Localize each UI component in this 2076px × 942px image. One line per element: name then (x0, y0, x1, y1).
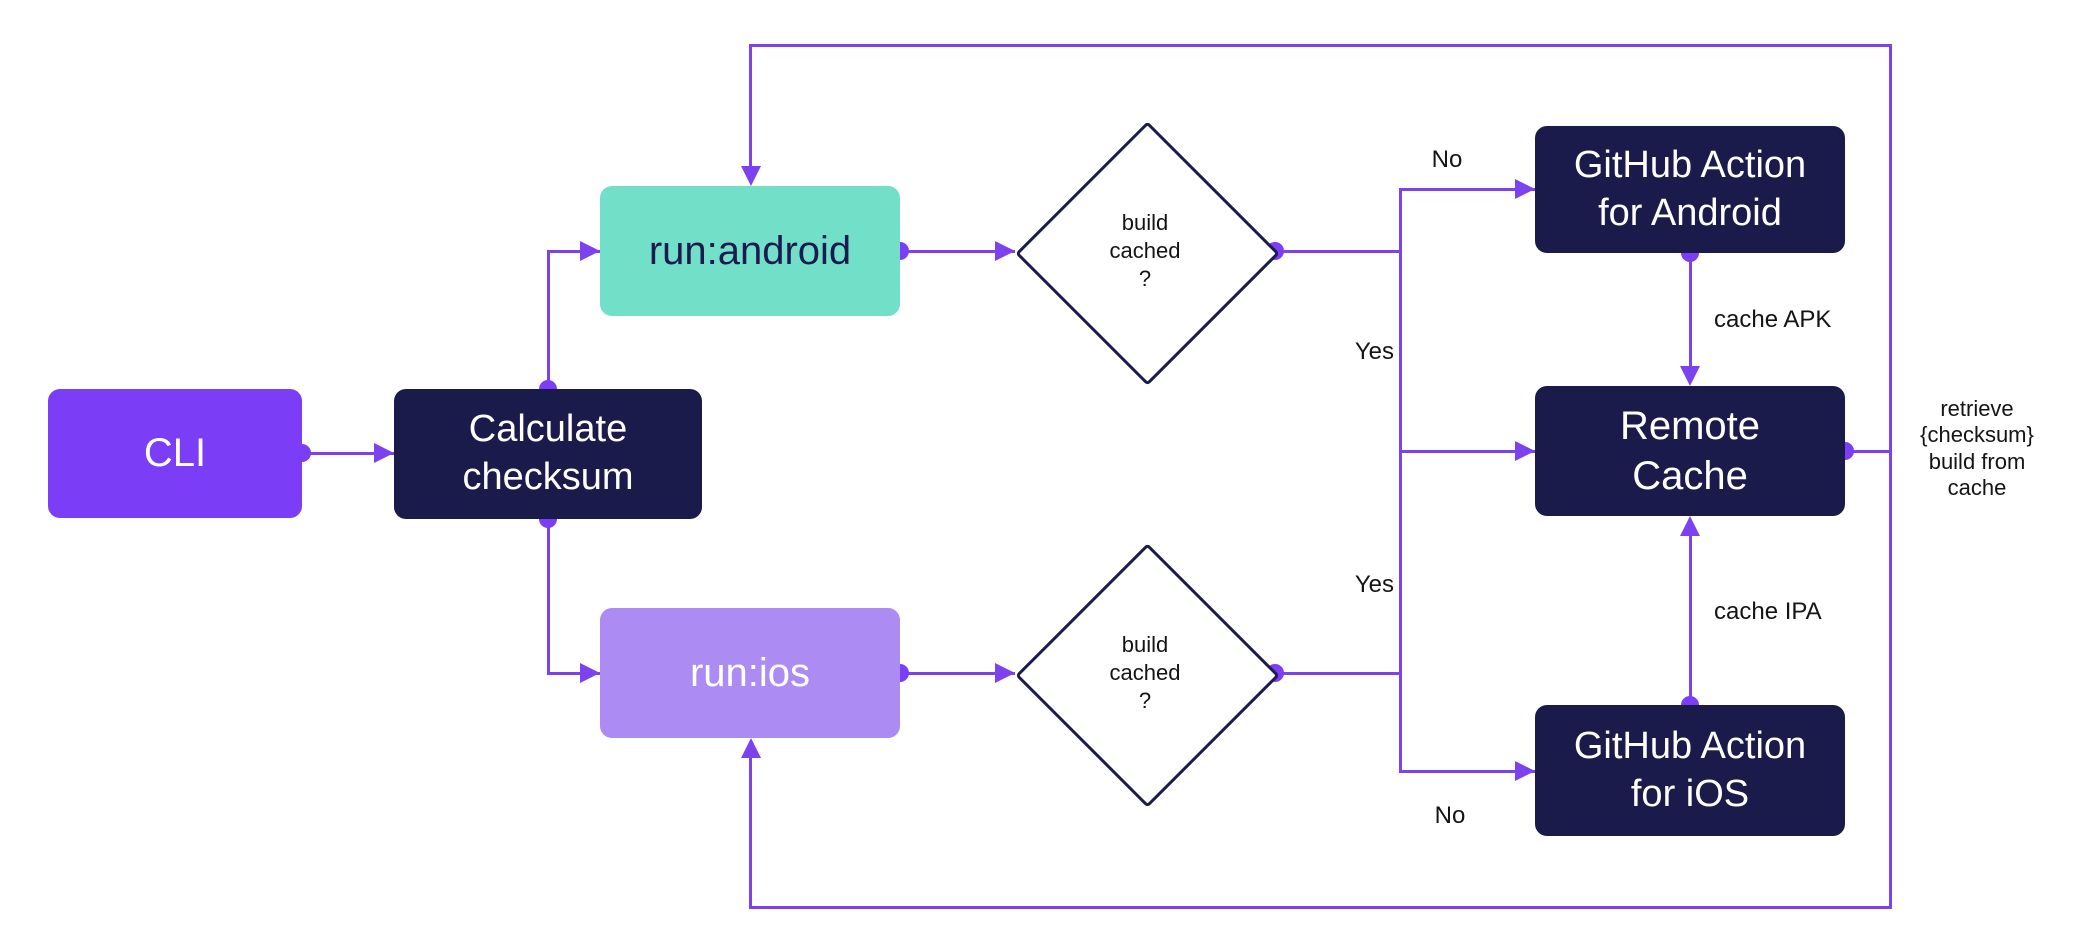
github-action-android-label: GitHub Action for Android (1573, 143, 1807, 234)
calculate-checksum-node: Calculate checksum (394, 389, 702, 519)
edge-no-to-gha-android (1398, 187, 1535, 191)
arrowhead-into-runandroid (580, 241, 600, 261)
run-ios-node: run:ios (600, 608, 900, 738)
label-yes-android: Yes (1354, 338, 1394, 365)
arrowhead-into-checksum (374, 443, 394, 463)
arrowhead-into-decision-ios (995, 663, 1015, 683)
github-action-ios-node: GitHub Action for iOS (1535, 705, 1845, 836)
edge-checksum-to-runios-v (546, 519, 550, 675)
calculate-checksum-label: Calculate checksum (462, 408, 634, 498)
arrowhead-cache-apk-down (1680, 366, 1700, 386)
run-android-label: run:android (648, 228, 852, 273)
arrowhead-into-gha-ios (1515, 761, 1535, 781)
run-ios-label: run:ios (689, 650, 811, 695)
edge-decision-ios-to-trunk (1275, 671, 1402, 675)
edge-checksum-to-runandroid-v (546, 249, 550, 390)
cli-label: CLI (143, 431, 207, 476)
label-cache-apk: cache APK (1714, 306, 1832, 333)
arrowhead-return-into-runandroid (741, 166, 761, 186)
edge-trunk-vertical (1398, 187, 1402, 773)
edge-runandroid-to-decision (900, 249, 1015, 253)
edge-return-top-h (748, 43, 1891, 47)
edge-return-vertical (1888, 43, 1892, 909)
arrowhead-into-runios (580, 663, 600, 683)
arrowhead-return-into-runios (741, 738, 761, 758)
remote-cache-label: Remote Cache (1619, 403, 1761, 498)
github-action-ios-label: GitHub Action for iOS (1573, 724, 1807, 815)
cli-node: CLI (48, 389, 302, 518)
edge-remotecache-to-return (1845, 449, 1892, 453)
arrowhead-into-decision-android (995, 241, 1015, 261)
label-retrieve-from-cache: retrieve {checksum} build from cache (1920, 396, 2034, 501)
edge-return-bottom-h (748, 905, 1891, 909)
edge-return-bottom-v (748, 756, 752, 908)
edge-checksum-to-runios-h (546, 671, 601, 675)
edge-decision-android-to-trunk (1275, 249, 1402, 253)
edge-runios-to-decision (900, 671, 1015, 675)
label-no-android: No (1431, 146, 1463, 173)
build-cached-ios-label: build cached ? (1109, 631, 1181, 714)
edge-cache-apk (1688, 253, 1692, 368)
edge-no-to-gha-ios (1398, 769, 1535, 773)
build-cached-android-label: build cached ? (1109, 209, 1181, 292)
label-cache-ipa: cache IPA (1714, 598, 1822, 625)
run-android-node: run:android (600, 186, 900, 316)
arrowhead-cache-ipa-up (1680, 516, 1700, 536)
arrowhead-into-gha-android (1515, 179, 1535, 199)
edge-cache-ipa (1688, 534, 1692, 705)
label-yes-ios: Yes (1354, 571, 1394, 598)
remote-cache-node: Remote Cache (1535, 386, 1845, 516)
edge-yes-to-remote-cache (1398, 449, 1535, 453)
edge-checksum-to-runandroid-h (546, 249, 601, 253)
edge-cli-to-checksum (302, 451, 394, 455)
github-action-android-node: GitHub Action for Android (1535, 126, 1845, 253)
arrowhead-into-remote-cache (1515, 441, 1535, 461)
label-no-ios: No (1434, 802, 1466, 829)
edge-return-top-v (748, 43, 752, 169)
